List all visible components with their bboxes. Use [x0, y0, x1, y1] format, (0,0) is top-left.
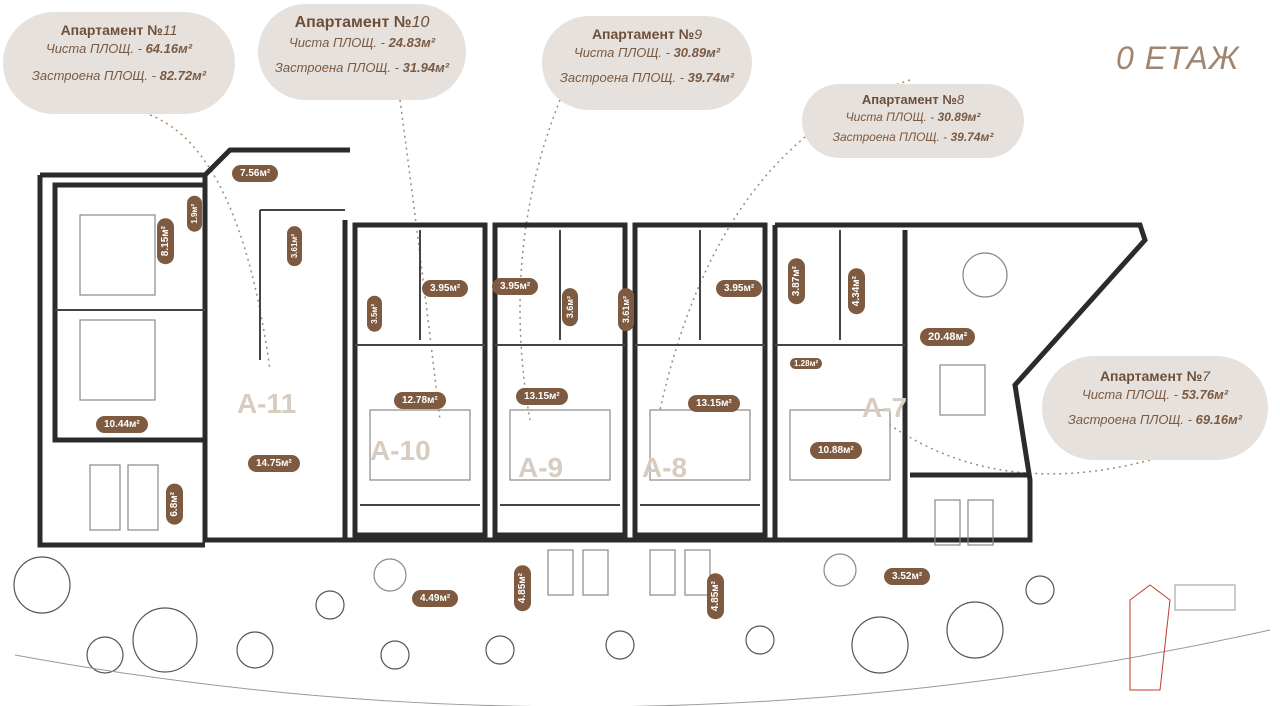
landscaping — [13, 556, 1055, 674]
site-boundary — [14, 629, 1271, 706]
partitions — [55, 209, 905, 506]
area-pill: 3.95м² — [492, 278, 539, 295]
key-plan-icon — [1129, 584, 1236, 691]
walls — [37, 147, 1148, 548]
area-pill: 4.85м² — [707, 573, 724, 620]
area-pill: 3.95м² — [716, 280, 763, 297]
area-pill: 4.49м² — [412, 590, 459, 607]
apartment-9-info: Апартамент №9 Чиста ПЛОЩ. - 30.89м² Заст… — [542, 16, 752, 110]
area-pill: 1.9м² — [187, 196, 202, 232]
area-pill: 3.6м² — [562, 288, 578, 327]
apartment-11-info: Апартамент №11 Чиста ПЛОЩ. - 64.16м² Зас… — [3, 12, 235, 114]
area-pill: 4.34м² — [848, 268, 865, 315]
area-pill: 3.87м² — [788, 258, 805, 305]
area-pill: 1.28м² — [790, 358, 823, 369]
area-pill: 12.78м² — [394, 392, 446, 409]
apartment-10-info: Апартамент №10 Чиста ПЛОЩ. - 24.83м² Зас… — [258, 4, 466, 100]
area-pill: 14.75м² — [248, 455, 300, 472]
apartment-8-info: Апартамент №8 Чиста ПЛОЩ. - 30.89м² Заст… — [802, 84, 1024, 158]
unit-label-a11: А-11 — [237, 388, 297, 419]
area-pill: 3.61м² — [618, 288, 634, 332]
area-pill: 3.95м² — [422, 280, 469, 297]
unit-label-a8: А-8 — [642, 452, 688, 483]
area-pill: 13.15м² — [688, 395, 740, 412]
area-pill: 3.5м² — [367, 296, 382, 332]
area-pill: 10.44м² — [96, 416, 148, 433]
area-pill: 6.8м² — [166, 484, 183, 525]
unit-label-a7: А-7 — [862, 392, 908, 423]
area-pill: 3.61м² — [287, 226, 302, 267]
area-pill: 8.15м² — [157, 218, 174, 265]
unit-label-a9: А-9 — [518, 452, 564, 483]
area-pill: 13.15м² — [516, 388, 568, 405]
area-pill: 10.88м² — [810, 442, 862, 459]
area-pill: 4.85м² — [514, 565, 531, 612]
unit-label-a10: А-10 — [370, 435, 431, 466]
apartment-7-info: Апартамент №7 Чиста ПЛОЩ. - 53.76м² Заст… — [1042, 356, 1268, 460]
furniture — [79, 214, 1008, 596]
area-pill: 20.48м² — [920, 328, 976, 346]
floor-label: 0 ЕТАЖ — [1116, 40, 1240, 76]
area-pill: 7.56м² — [232, 165, 279, 182]
area-pill: 3.52м² — [884, 568, 931, 585]
